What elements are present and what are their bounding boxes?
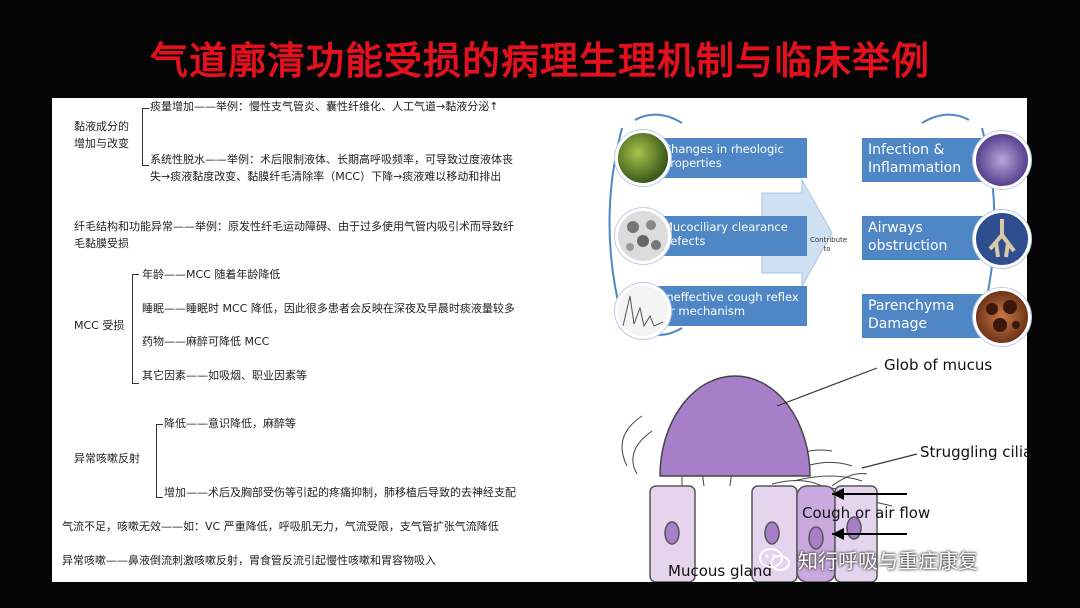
gland-label: Mucous gland bbox=[668, 562, 772, 580]
wechat-icon bbox=[759, 547, 790, 571]
mucus-glob bbox=[659, 375, 811, 477]
section-label-mucus: 黏液成分的增加与改变 bbox=[74, 120, 129, 150]
text-other: 其它因素——如吸烟、职业因素等 bbox=[142, 369, 307, 382]
section-label-mcc: MCC 受损 bbox=[74, 319, 125, 332]
mucus-illustration bbox=[621, 367, 918, 582]
text-abnormal-cough: 异常咳嗽——鼻液倒流刺激咳嗽反射，胃食管反流引起慢性咳嗽和胃容物吸入 bbox=[62, 554, 436, 567]
watermark-text: 知行呼吸与重症康复 bbox=[798, 549, 978, 573]
airways-image-icon bbox=[973, 210, 1031, 268]
slide-title: 气道廓清功能受损的病理生理机制与临床举例 bbox=[149, 39, 930, 83]
text-airflow: 气流不足，咳嗽无效——如：VC 严重降低，呼吸肌无力，气流受限，支气管扩张气流降… bbox=[62, 520, 499, 533]
text-decrease: 降低——意识降低，麻醉等 bbox=[164, 417, 296, 430]
arrow-label: Contribute to bbox=[810, 236, 848, 253]
text-cilia-abnormal: 纤毛结构和功能异常——举例：原发性纤毛运动障碍、由于过多使用气管内吸引术而导致纤… bbox=[74, 220, 514, 250]
mechanism-flow-diagram: Changes in rheologic properties Mucocili… bbox=[577, 98, 1031, 348]
box-airways: Airways obstruction bbox=[862, 216, 992, 260]
text-dehydration: 系统性脱水——举例：术后限制液体、长期高呼吸频率，可导致过度液体丧失→痰液黏度改… bbox=[150, 153, 513, 183]
text-age: 年龄——MCC 随着年龄降低 bbox=[142, 268, 281, 281]
parenchyma-image-icon bbox=[973, 288, 1031, 346]
rheology-image-icon bbox=[615, 130, 671, 186]
text-increase: 增加——术后及胸部受伤等引起的疼痛抑制，肺移植后导致的去神经支配 bbox=[164, 486, 516, 499]
mucociliary-image-icon bbox=[615, 208, 671, 264]
box-cough-reflex: Ineffective cough reflex or mechanism bbox=[657, 286, 807, 326]
flow-label: Cough or air flow bbox=[802, 504, 931, 522]
text-sleep: 睡眠——睡眠时 MCC 降低，因此很多患者会反映在深夜及早晨时痰液量较多 bbox=[142, 302, 515, 315]
bracket bbox=[156, 424, 163, 498]
box-infection: Infection & Inflammation bbox=[862, 138, 992, 182]
glob-label: Glob of mucus bbox=[884, 356, 993, 374]
mucus-cilia-diagram: Glob of mucus Cough or air flow Struggli… bbox=[532, 356, 1032, 582]
bracket bbox=[142, 108, 149, 166]
section-label-cough: 异常咳嗽反射 bbox=[74, 452, 140, 465]
cough-graph-image-icon bbox=[615, 283, 671, 339]
content-panel: 黏液成分的增加与改变 痰量增加——举例：慢性支气管炎、囊性纤维化、人工气道→黏液… bbox=[52, 98, 1032, 582]
box-rheologic: Changes in rheologic properties bbox=[657, 138, 807, 178]
text-drugs: 药物——麻醉可降低 MCC bbox=[142, 335, 270, 348]
cilia-label: Struggling cilia bbox=[920, 443, 1033, 461]
infection-image-icon bbox=[973, 131, 1031, 189]
box-mucociliary: Mucociliary clearance defects bbox=[657, 216, 807, 256]
bracket bbox=[132, 274, 139, 384]
watermark: 知行呼吸与重症康复 bbox=[758, 545, 978, 574]
box-parenchyma: Parenchyma Damage bbox=[862, 294, 992, 338]
text-sputum-increase: 痰量增加——举例：慢性支气管炎、囊性纤维化、人工气道→黏液分泌↑ bbox=[150, 100, 499, 113]
